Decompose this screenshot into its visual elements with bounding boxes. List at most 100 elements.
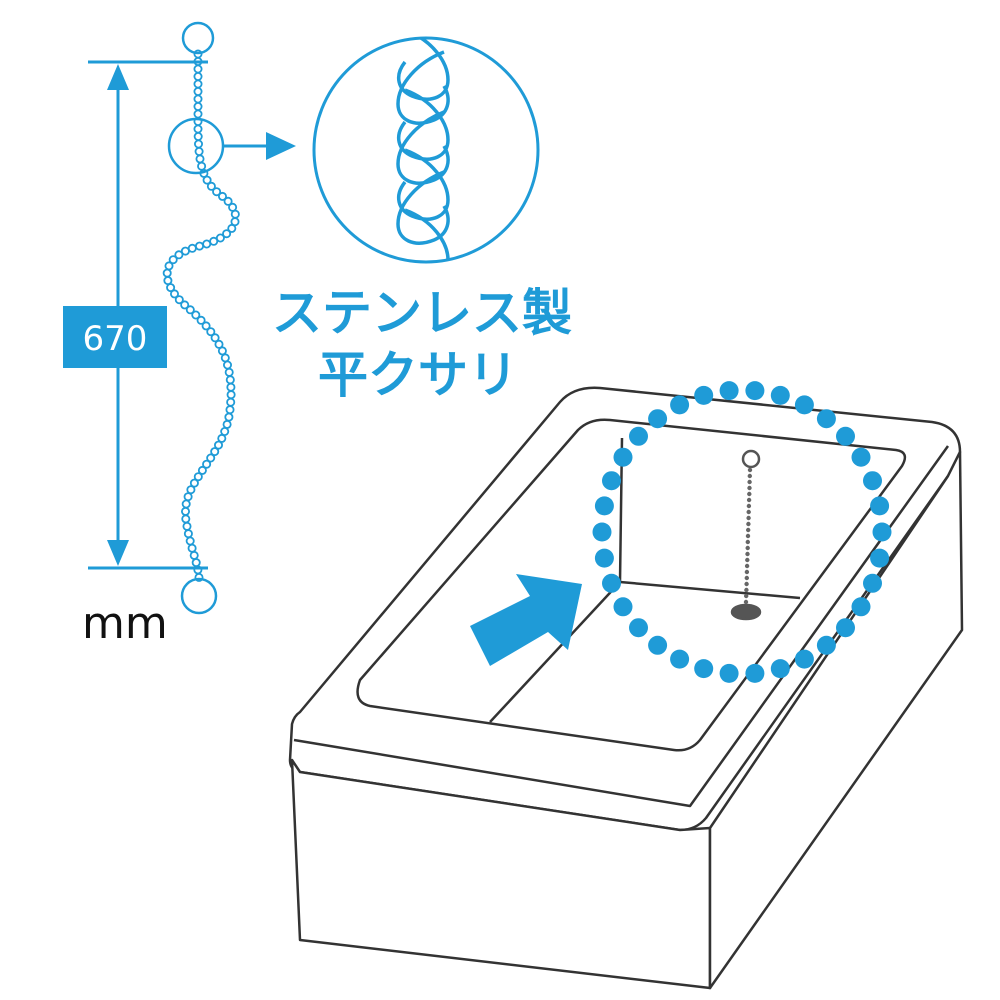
chain-bead — [193, 94, 203, 104]
stopper-chain-bead — [746, 497, 752, 503]
chain-bead — [194, 146, 204, 156]
chain-bead — [225, 375, 235, 385]
highlight-dot — [816, 409, 836, 429]
dimension-label-box — [63, 306, 167, 368]
stopper-chain-bead — [746, 503, 752, 509]
highlight-dot — [770, 385, 790, 405]
chain-bead — [217, 191, 227, 201]
chain-bead — [226, 382, 236, 392]
highlight-dot — [670, 649, 690, 669]
chain-bead — [194, 572, 204, 582]
chain-bead — [181, 514, 191, 524]
highlight-dot — [794, 649, 814, 669]
bathtub-drain-stopper — [730, 603, 762, 621]
chain-bead — [217, 433, 227, 443]
highlight-dot — [816, 635, 836, 655]
chain-bead — [162, 268, 172, 278]
stopper-chain-bead — [744, 569, 750, 575]
stopper-chain-bead — [744, 587, 749, 593]
highlight-dotted-ring — [592, 381, 892, 683]
product-title-line2: 平クサリ — [318, 346, 518, 404]
chain-bead — [193, 472, 203, 482]
stopper-chain-bead — [744, 563, 750, 569]
highlight-dot — [602, 471, 621, 491]
highlight-dot — [745, 663, 765, 683]
chain-bead — [215, 233, 225, 243]
chain-bead — [202, 459, 212, 469]
chain-magnify-circle — [167, 117, 225, 175]
stopper-chain-bead — [744, 581, 749, 587]
bathtub-icon — [288, 386, 964, 990]
chain-bead — [193, 102, 203, 112]
chain-bead — [230, 209, 240, 219]
chain-bead — [202, 175, 212, 185]
chain-bead — [201, 321, 211, 331]
chain-bead — [195, 154, 205, 164]
chain-bead — [182, 521, 192, 531]
chain-bead — [180, 246, 190, 256]
highlight-dot — [694, 385, 714, 405]
chain-bead — [197, 465, 207, 475]
chain-bead — [196, 315, 206, 325]
stopper-chain-bead — [745, 545, 750, 551]
dimension-arrow-top-icon — [107, 64, 129, 90]
chain-bead — [183, 492, 193, 502]
chain-bead — [187, 543, 197, 553]
chain-bead — [224, 412, 234, 422]
stopper-chain-bead — [746, 509, 751, 515]
chain-bead — [227, 223, 237, 233]
chain-bead — [206, 327, 216, 337]
chain-bead — [193, 79, 203, 89]
chain-bead — [185, 536, 195, 546]
chain-bottom-ring — [180, 577, 218, 615]
chain-bead — [222, 419, 232, 429]
chain-bead — [189, 550, 199, 560]
highlight-dot — [648, 409, 668, 429]
chain-bead — [222, 229, 232, 239]
chain-beads — [162, 49, 240, 582]
chain-bead — [212, 187, 222, 197]
chain-bead — [166, 283, 176, 293]
chain-bead — [174, 295, 184, 305]
chain-bead — [180, 300, 190, 310]
chain-bead — [202, 239, 212, 249]
chain-illustration — [162, 21, 240, 615]
dimension-value: 670 — [83, 319, 148, 359]
chain-bead — [226, 397, 236, 407]
product-title-line1: ステンレス製 — [272, 284, 572, 342]
chain-bead — [220, 353, 230, 363]
chain-bead — [193, 72, 203, 82]
stopper-chain-bead — [747, 467, 753, 473]
highlight-dot — [851, 597, 871, 617]
chain-bead — [225, 405, 235, 415]
chain-top-ring — [181, 21, 215, 55]
chain-bead — [213, 440, 223, 450]
chain-bead — [224, 367, 234, 377]
chain-bead — [193, 64, 203, 74]
highlight-dot — [613, 447, 633, 467]
dimension-unit: mm — [82, 598, 168, 649]
highlight-dot — [870, 496, 890, 516]
chain-bead — [223, 196, 233, 206]
chain-bead — [193, 109, 203, 119]
highlight-dot — [648, 635, 668, 655]
highlight-dot — [629, 426, 648, 446]
highlight-dot — [863, 471, 882, 491]
chain-bead — [193, 87, 203, 97]
highlight-dot — [870, 548, 890, 568]
stopper-chain-bead — [743, 599, 749, 605]
chain-bead — [226, 390, 236, 400]
highlight-dot — [745, 381, 765, 401]
highlight-dot — [670, 395, 690, 415]
highlight-dot — [629, 618, 648, 638]
stopper-chain-bead — [745, 539, 750, 545]
stopper-chain-bead — [745, 533, 751, 539]
highlight-dot — [794, 395, 814, 415]
dimension-arrow-bottom-icon — [107, 540, 129, 566]
chain-bead — [193, 124, 203, 134]
chain-bead — [191, 310, 201, 320]
highlight-dot — [594, 548, 614, 568]
stopper-chain-bead — [745, 557, 750, 563]
highlight-dot — [719, 381, 739, 401]
chain-bead — [174, 250, 184, 260]
